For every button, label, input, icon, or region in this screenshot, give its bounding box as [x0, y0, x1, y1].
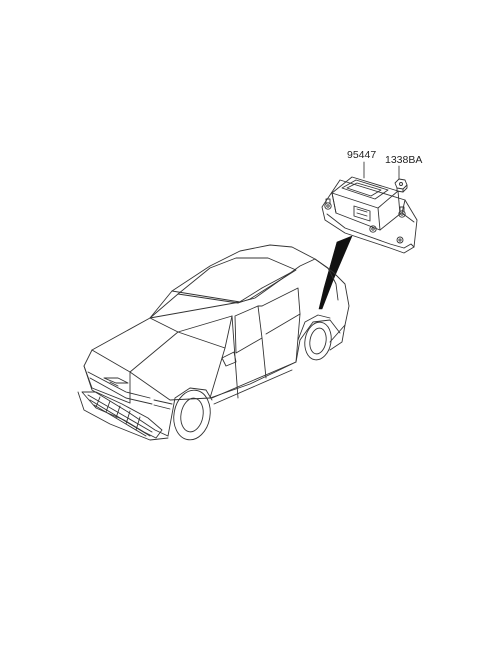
part-number-label: 95447	[347, 149, 377, 161]
nut-drawing	[394, 178, 408, 193]
control-module-drawing	[321, 176, 418, 254]
part-number-label: 1338BA	[385, 154, 423, 166]
leader-lines	[363, 161, 400, 180]
vehicle-drawing	[77, 244, 350, 441]
location-pointer	[318, 235, 353, 310]
